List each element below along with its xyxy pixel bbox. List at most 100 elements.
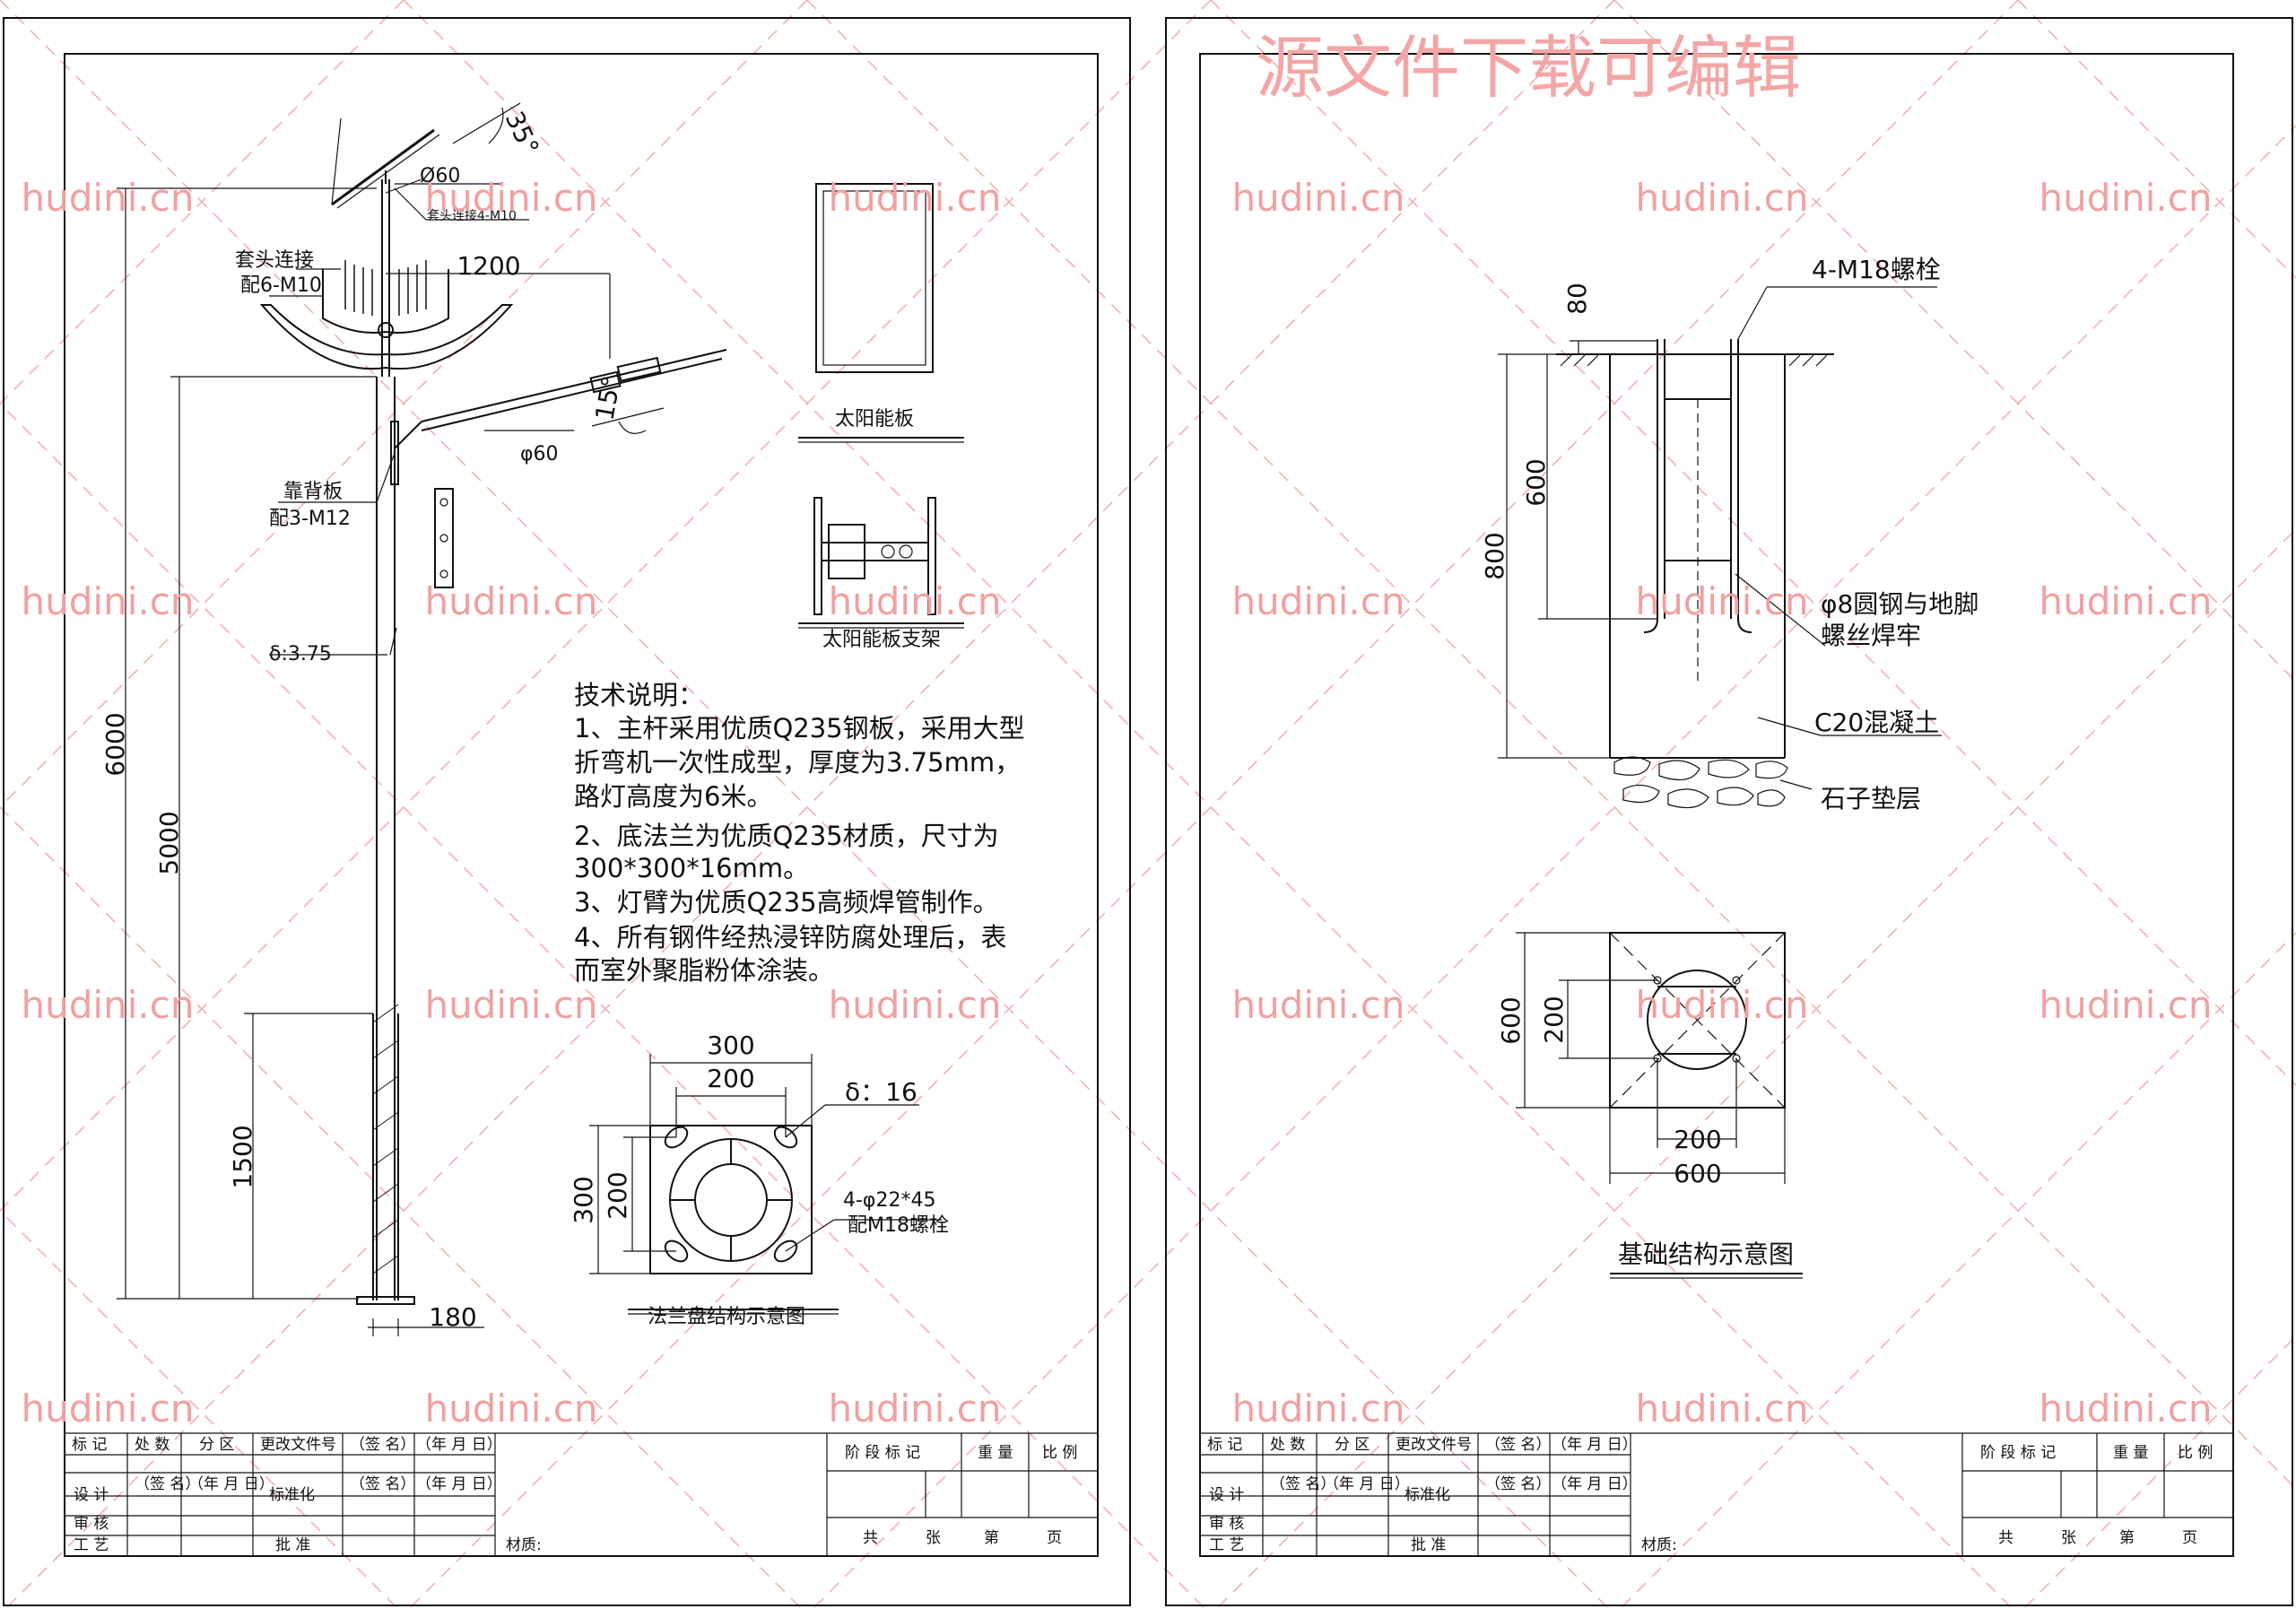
title-block-page: 页 [1047,1529,1062,1547]
watermark-text: hudini.cn [22,1387,195,1431]
flange-plate-view: 300 200 300 200 δ：16 4-φ22*45 配M18螺栓 法兰盘… [569,1031,949,1328]
watermark-text: hudini.cn [1636,983,1809,1027]
title-block-material: 材质: [506,1536,542,1554]
solar-panel-caption: 太阳能板 [835,408,914,431]
watermark-text: hudini.cn [22,579,195,623]
title-block-count: 处 数 [135,1436,170,1454]
watermark-line [4,0,1615,1609]
title-block-sign: （签 名） [350,1475,415,1493]
watermark-text: hudini.cn [829,176,1002,220]
title-block-mark: 标 记 [72,1436,107,1454]
flange-dim-300-top: 300 [707,1031,754,1060]
watermark-text: hudini.cn [2039,176,2213,220]
big-watermark-title: 源文件下载可编辑 [1256,28,1801,108]
watermark-text: hudini.cn [1636,176,1809,220]
watermark-line [0,1209,400,1609]
flange-bolts: 配M18螺栓 [848,1214,949,1237]
title-block-stage-mark: 阶 段 标 记 [1980,1444,2056,1462]
title-block-total: 共 [863,1529,878,1547]
dim-1200: 1200 [457,251,520,281]
title-block-date: （年 月 日） [416,1436,502,1454]
title-block-date: （年 月 日） [1552,1475,1638,1493]
flange-dim-300-side: 300 [569,1176,598,1223]
foundation-gravel-label: 石子垫层 [1821,784,1921,813]
watermark-line [0,0,1212,1213]
watermark-text: hudini.cn [425,983,598,1027]
watermark-text: hudini.cn [22,176,195,220]
title-block-date: （年 月 日） [188,1475,274,1493]
foundation-section: 80 600 800 4-M18螺栓 φ8圆钢与地脚 螺丝焊牢 C20混凝土 石… [1480,255,1979,813]
title-block-material: 材质: [1641,1536,1677,1554]
title-block-page: 页 [2182,1529,2197,1547]
watermark-line [2022,1335,2296,1609]
flange-thickness: δ：16 [845,1077,918,1107]
watermark-line [2017,0,2296,280]
watermark-line [1613,0,2296,683]
watermark-line [0,0,1611,1609]
dim-5000: 5000 [154,811,184,874]
watermark-text: hudini.cn [425,176,598,220]
title-block-page-no: 第 [2119,1529,2135,1547]
foundation-rebar-label-1: φ8圆钢与地脚 [1821,589,1979,619]
title-block-date: （年 月 日） [416,1475,502,1493]
title-block-design: 设 计 [1209,1486,1244,1504]
title-block-sign: （签 名） [1485,1436,1551,1454]
dim-6000: 6000 [100,712,130,776]
plan-dim-200-v: 200 [1539,996,1569,1043]
flange-holes: 4-φ22*45 [843,1189,935,1212]
watermark-text: hudini.cn [829,983,1002,1027]
title-block-total: 共 [1998,1529,2013,1547]
foundation-caption: 基础结构示意图 [1618,1239,1794,1269]
tech-note-line-8: 而室外聚脂粉体涂装。 [574,955,834,986]
title-block-date: （年 月 日） [1324,1475,1410,1493]
right-sheet-border [1165,17,2293,1606]
watermark-text: hudini.cn [1232,579,1405,623]
watermark-text: hudini.cn [425,579,598,623]
title-block-process: 工 艺 [74,1536,109,1554]
title-block-sign: （签 名） [1270,1475,1335,1493]
tech-notes-heading: 技术说明： [574,680,704,710]
label-back-bolt: 配3-M12 [269,508,351,530]
label-sleeve-connection: 套头连接 [235,249,314,272]
left-sheet-border [3,17,1131,1606]
watermark-line [811,124,2296,1609]
foundation-dim-80: 80 [1562,283,1592,315]
foundation-bolt-label: 4-M18螺栓 [1812,255,1941,284]
dim-phi60-arm: φ60 [520,443,559,465]
dim-180: 180 [429,1302,476,1332]
title-block-weight: 重 量 [2113,1444,2148,1462]
title-block-sheets: 张 [926,1529,941,1547]
watermark-text: hudini.cn [1232,1387,1405,1431]
title-block-standardize: 标准化 [1405,1486,1450,1504]
dim-thickness: δ:3.75 [269,643,332,665]
foundation-dim-800: 800 [1480,532,1509,579]
watermark-text: hudini.cn [2039,579,2213,623]
watermark-line [806,0,2296,1491]
title-block-left: 标 记处 数分 区更改文件号（签 名）（年 月 日）（签 名）（年 月 日）（签… [65,1432,1098,1556]
title-block-standardize: 标准化 [269,1486,315,1504]
back-plate-detail [434,488,454,588]
flange-dim-200-top: 200 [707,1064,754,1093]
title-block-review: 审 核 [74,1515,109,1533]
dim-angle-35: 35° [500,107,545,160]
gravel-stones [1613,756,1788,809]
pole-elevation [259,128,727,1305]
solar-panel-view: 太阳能板 [798,183,964,443]
dim-phi60-top: Ø60 [420,165,460,187]
title-block-sheets: 张 [2061,1529,2076,1547]
solar-bracket-caption: 太阳能板支架 [822,629,941,651]
watermark-text: hudini.cn [829,1387,1002,1431]
title-block-zone: 分 区 [1335,1436,1370,1454]
pole-hatch [372,1004,399,1274]
watermark-text-layer: hudini.cn hudini.cn hudini.cn hudini.cn hudi… [22,176,2213,1431]
title-block-scale: 比 例 [1042,1444,1077,1462]
watermark-line [407,0,2019,1609]
watermark-text: hudini.cn [829,579,1002,623]
pole-dimensions [117,102,665,1336]
tech-note-line-6: 3、灯臂为优质Q235高频焊管制作。 [574,887,999,918]
title-block-mark: 标 记 [1207,1436,1242,1454]
watermark-line [1214,527,2296,1609]
title-block-approve: 批 准 [275,1536,310,1554]
tech-note-line-3: 路灯高度为6米。 [574,781,772,812]
